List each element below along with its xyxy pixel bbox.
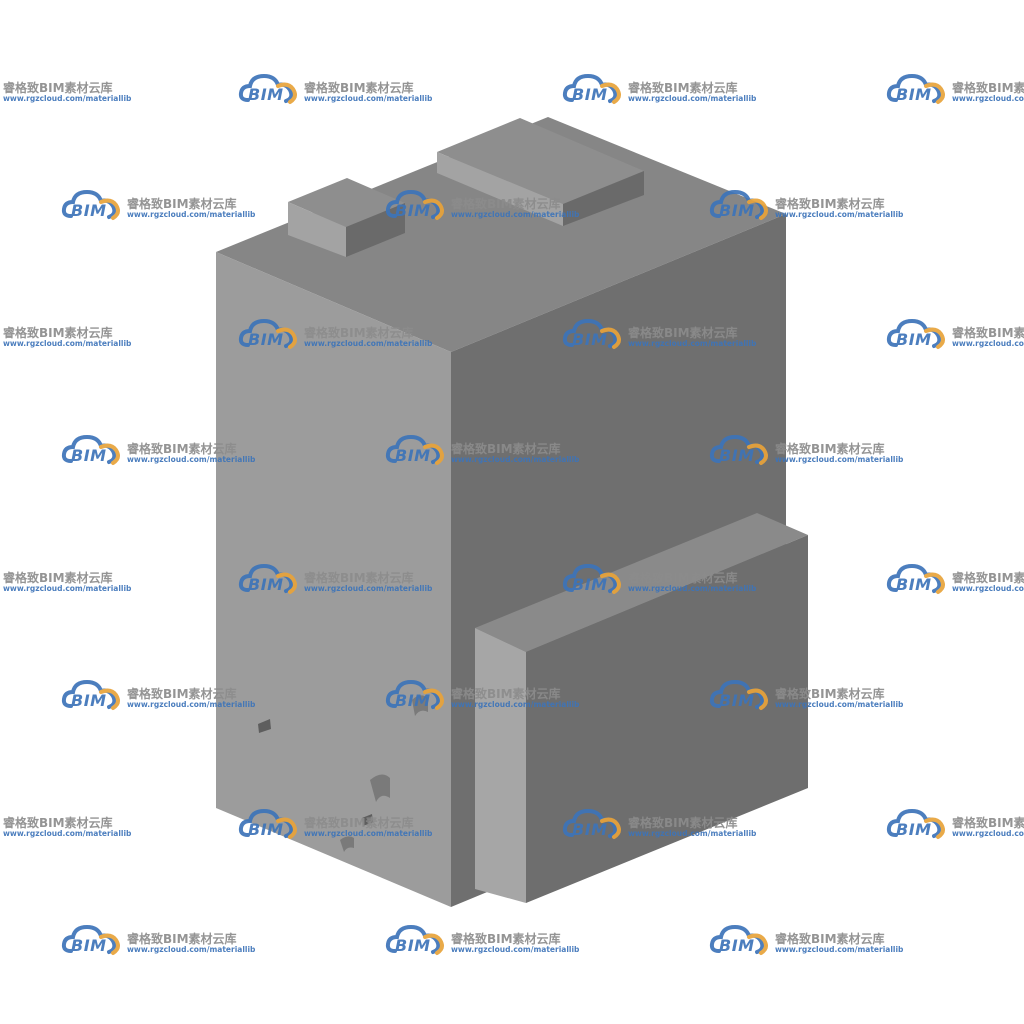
wall-opening-1 xyxy=(258,719,271,733)
wall-opening-5 xyxy=(362,814,373,826)
wall-opening-2 xyxy=(370,774,390,802)
building-left-face xyxy=(216,252,451,907)
rooftop-unit-a-top xyxy=(288,178,405,227)
rooftop-unit-b-front xyxy=(437,152,563,226)
rooftop-unit-b-side xyxy=(563,171,644,226)
rooftop-unit-a-front xyxy=(288,202,346,257)
rooftop-unit-b-top xyxy=(437,118,644,204)
wall-opening-4 xyxy=(340,836,354,852)
annex-front-face xyxy=(475,628,526,903)
annex-top-face xyxy=(475,513,808,652)
